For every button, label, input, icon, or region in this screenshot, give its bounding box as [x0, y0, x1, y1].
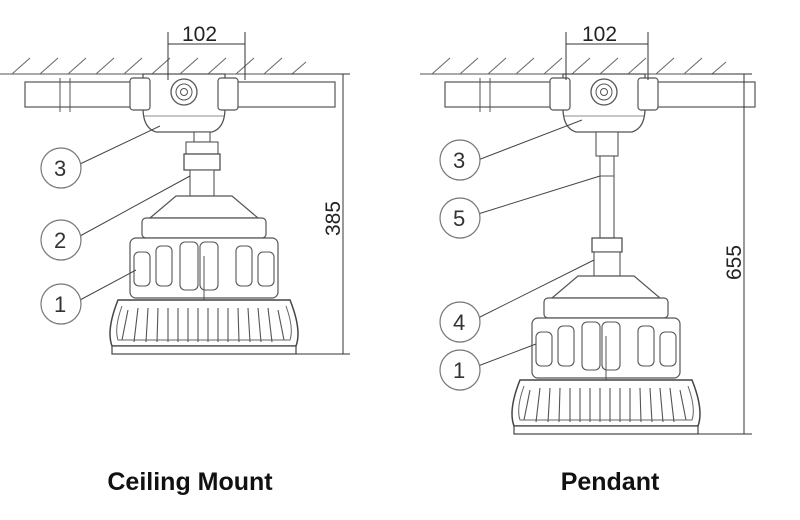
junction-box — [24, 73, 336, 133]
callout-circle-1 — [40, 283, 82, 325]
pendant-caption: Pendant — [560, 468, 660, 496]
callout-leader-1 — [79, 269, 137, 301]
ceiling-mount-drawing: 102 385 3 2 1 — [0, 23, 350, 355]
height-dim-label: 655 — [723, 245, 746, 280]
callout-circle-1 — [439, 349, 481, 391]
callout-leader-2 — [79, 175, 191, 237]
callout-label-3: 3 — [453, 148, 465, 173]
junction-box — [444, 73, 756, 133]
pendant-rod — [591, 131, 623, 277]
callout-circle-5 — [439, 197, 481, 239]
callout-label-3: 3 — [54, 156, 66, 181]
callout-leader-3 — [79, 125, 161, 165]
callout-label-1: 1 — [54, 292, 66, 317]
luminaire-body — [109, 195, 299, 355]
callout-circle-4 — [439, 301, 481, 343]
pendant-drawing: 102 655 3 5 4 1 — [419, 23, 756, 435]
callout-label-5: 5 — [453, 206, 465, 231]
callout-circle-2 — [40, 219, 82, 261]
callout-leader-5 — [477, 175, 601, 215]
ceiling-hatch — [419, 57, 727, 75]
callout-label-2: 2 — [54, 228, 66, 253]
callout-circle-3 — [439, 139, 481, 181]
width-dim-label: 102 — [182, 23, 217, 46]
ceiling-mount-connector — [183, 131, 221, 197]
luminaire-body — [511, 275, 701, 435]
ceiling-hatch — [0, 57, 307, 75]
width-dim-label: 102 — [582, 23, 617, 46]
height-dim-label: 385 — [322, 201, 345, 236]
ceiling-mount-caption: Ceiling Mount — [107, 468, 273, 496]
callout-label-1: 1 — [453, 358, 465, 383]
callout-leader-1 — [477, 343, 537, 367]
callout-leader-3 — [477, 119, 583, 161]
callout-leader-4 — [477, 259, 595, 319]
callout-circle-3 — [40, 147, 82, 189]
callout-label-4: 4 — [453, 310, 465, 335]
